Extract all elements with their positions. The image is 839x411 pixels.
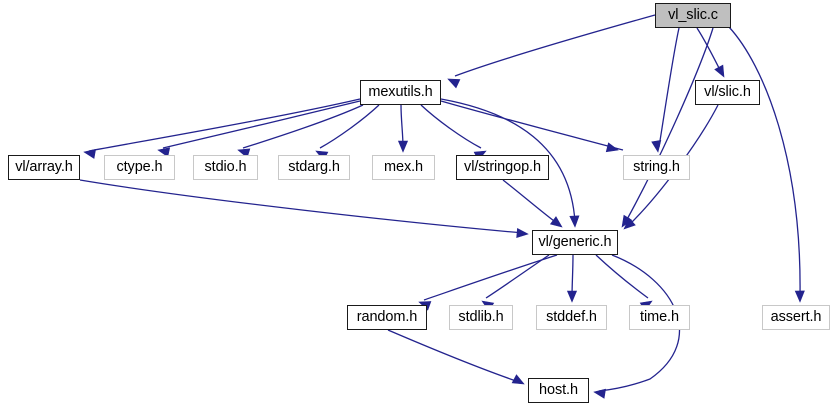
- node-host_h[interactable]: host.h: [528, 378, 589, 403]
- edge-vl_generic_h-to-stdlib_h: [485, 254, 550, 299]
- arrowhead-icon: [566, 290, 578, 303]
- node-label: vl/slic.h: [704, 84, 751, 101]
- edges-group: [79, 14, 801, 392]
- node-stddef_h[interactable]: stddef.h: [536, 305, 607, 330]
- arrowheads-group: [83, 64, 805, 399]
- edge-vl_slic_c-to-assert_h: [728, 26, 801, 298]
- arrowhead-icon: [651, 140, 662, 153]
- node-vl_stringop_h[interactable]: vl/stringop.h: [456, 155, 549, 180]
- edge-random_h-to-host_h: [387, 329, 520, 383]
- edge-vl_generic_h-to-host_h: [598, 254, 680, 392]
- arrowhead-icon: [511, 374, 525, 385]
- node-mex_h[interactable]: mex.h: [372, 155, 435, 180]
- node-label: string.h: [633, 159, 680, 176]
- node-label: vl/stringop.h: [464, 159, 541, 176]
- node-random_h[interactable]: random.h: [347, 305, 427, 330]
- node-label: random.h: [356, 309, 418, 326]
- node-stdlib_h[interactable]: stdlib.h: [449, 305, 513, 330]
- arrowhead-icon: [605, 142, 619, 153]
- edge-vl_stringop_h-to-vl_generic_h: [502, 179, 559, 225]
- arrowhead-icon: [794, 290, 805, 303]
- edge-vl_generic_h-to-random_h: [423, 254, 558, 301]
- edge-vl_generic_h-to-time_h: [595, 254, 649, 299]
- edge-vl_slic_c-to-vl_generic_h: [624, 27, 714, 224]
- arrowhead-icon: [714, 64, 725, 78]
- edge-mexutils_h-to-ctype_h: [162, 100, 361, 149]
- node-stdio_h[interactable]: stdio.h: [193, 155, 258, 180]
- node-time_h[interactable]: time.h: [629, 305, 690, 330]
- node-label: stdlib.h: [458, 309, 504, 326]
- node-vl_array_h[interactable]: vl/array.h: [8, 155, 80, 180]
- edge-mexutils_h-to-vl_stringop_h: [420, 104, 482, 149]
- node-label: vl_slic.c: [668, 7, 718, 24]
- arrowhead-icon: [447, 78, 461, 89]
- node-label: mexutils.h: [368, 84, 433, 101]
- arrowhead-icon: [83, 148, 97, 159]
- edge-mexutils_h-to-vl_generic_h: [440, 98, 576, 223]
- edge-mexutils_h-to-vl_array_h: [88, 98, 361, 152]
- edge-mexutils_h-to-string_h: [440, 100, 624, 151]
- node-label: time.h: [640, 309, 679, 326]
- node-label: vl/array.h: [15, 159, 73, 176]
- edge-mexutils_h-to-stdarg_h: [319, 104, 380, 149]
- node-label: stddef.h: [546, 309, 597, 326]
- arrowhead-icon: [623, 217, 636, 230]
- edge-mexutils_h-to-stdio_h: [242, 104, 364, 149]
- arrowhead-icon: [569, 215, 580, 228]
- edge-vl_array_h-to-vl_generic_h: [79, 179, 524, 234]
- arrowhead-icon: [397, 140, 409, 153]
- edge-vl_slic_c-to-mexutils_h: [454, 14, 656, 77]
- node-mexutils_h[interactable]: mexutils.h: [360, 80, 441, 105]
- node-label: stdio.h: [204, 159, 247, 176]
- arrowhead-icon: [157, 147, 171, 158]
- arrowhead-icon: [516, 227, 529, 239]
- node-ctype_h[interactable]: ctype.h: [104, 155, 175, 180]
- node-label: mex.h: [384, 159, 423, 176]
- node-string_h[interactable]: string.h: [623, 155, 690, 180]
- edge-vl_slic_c-to-vl_slic_h: [696, 27, 722, 73]
- arrowhead-icon: [593, 388, 606, 399]
- node-label: stdarg.h: [288, 159, 340, 176]
- node-label: assert.h: [770, 309, 822, 326]
- arrowhead-icon: [549, 216, 563, 228]
- node-vl_generic_h[interactable]: vl/generic.h: [532, 230, 618, 255]
- node-stdarg_h[interactable]: stdarg.h: [278, 155, 350, 180]
- node-vl_slic_c[interactable]: vl_slic.c: [655, 3, 731, 28]
- node-label: vl/generic.h: [538, 234, 612, 251]
- edge-vl_slic_c-to-string_h: [658, 27, 680, 148]
- node-label: ctype.h: [116, 159, 163, 176]
- node-assert_h[interactable]: assert.h: [762, 305, 830, 330]
- node-vl_slic_h[interactable]: vl/slic.h: [695, 80, 760, 105]
- node-label: host.h: [539, 382, 578, 399]
- edge-mexutils_h-to-mex_h: [400, 104, 404, 148]
